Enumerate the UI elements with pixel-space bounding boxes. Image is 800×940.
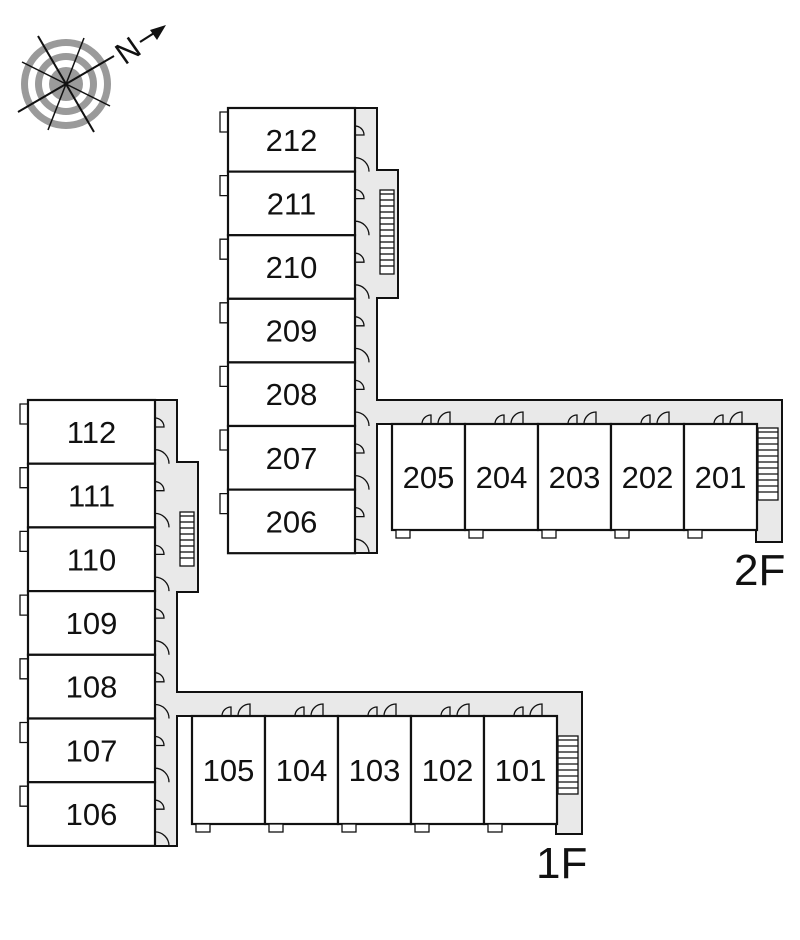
unit-210: 210 bbox=[219, 234, 370, 300]
unit-label-210: 210 bbox=[266, 250, 318, 285]
unit-212: 212 bbox=[219, 106, 370, 173]
north-indicator: N bbox=[109, 25, 166, 71]
unit-label-105: 105 bbox=[203, 753, 255, 788]
unit-label-111: 111 bbox=[68, 479, 115, 514]
floor-1f: 112 111 110 109 108 107 106 105 104 103 102 101 1F bbox=[19, 398, 587, 888]
unit-label-104: 104 bbox=[276, 753, 328, 788]
north-letter: N bbox=[109, 30, 147, 72]
unit-label-109: 109 bbox=[66, 606, 118, 641]
corridor-2f bbox=[354, 107, 783, 554]
unit-label-107: 107 bbox=[66, 733, 118, 768]
unit-label-112: 112 bbox=[67, 415, 116, 450]
unit-108: 108 bbox=[19, 653, 170, 720]
unit-112: 112 bbox=[19, 398, 170, 465]
unit-111: 111 bbox=[19, 462, 170, 529]
unit-label-209: 209 bbox=[266, 314, 318, 349]
unit-110: 110 bbox=[19, 526, 170, 593]
unit-203: 203 bbox=[536, 411, 613, 539]
corridor-1f bbox=[154, 399, 583, 847]
unit-label-201: 201 bbox=[695, 460, 747, 495]
unit-label-204: 204 bbox=[476, 460, 528, 495]
stair-1f-row bbox=[557, 735, 579, 795]
unit-label-103: 103 bbox=[349, 753, 401, 788]
unit-109: 109 bbox=[19, 589, 170, 656]
unit-211: 211 bbox=[219, 170, 370, 237]
unit-207: 207 bbox=[219, 424, 370, 491]
unit-102: 102 bbox=[409, 703, 486, 833]
unit-label-101: 101 bbox=[495, 753, 547, 788]
unit-label-102: 102 bbox=[422, 753, 474, 788]
unit-label-208: 208 bbox=[266, 377, 318, 412]
unit-205: 205 bbox=[390, 411, 467, 539]
unit-label-108: 108 bbox=[66, 670, 118, 705]
unit-label-211: 211 bbox=[267, 186, 316, 221]
unit-label-212: 212 bbox=[266, 123, 318, 158]
unit-208: 208 bbox=[219, 361, 370, 428]
unit-101: 101 bbox=[482, 703, 559, 833]
compass-rose-icon bbox=[17, 35, 115, 133]
unit-103: 103 bbox=[336, 703, 413, 833]
stair-1f-wing bbox=[179, 511, 195, 567]
unit-204: 204 bbox=[463, 411, 540, 539]
unit-106: 106 bbox=[19, 781, 170, 848]
unit-label-205: 205 bbox=[403, 460, 455, 495]
unit-label-202: 202 bbox=[622, 460, 674, 495]
stair-2f-row bbox=[757, 427, 779, 501]
unit-209: 209 bbox=[219, 297, 370, 364]
unit-label-106: 106 bbox=[66, 797, 118, 832]
unit-107: 107 bbox=[19, 717, 170, 784]
unit-label-110: 110 bbox=[67, 542, 116, 577]
unit-202: 202 bbox=[609, 411, 686, 539]
floor-label-2f: 2F bbox=[734, 546, 785, 595]
unit-label-203: 203 bbox=[549, 460, 601, 495]
unit-201: 201 bbox=[682, 411, 759, 539]
unit-105: 105 bbox=[190, 703, 267, 833]
stair-2f-wing bbox=[379, 189, 395, 275]
floor-2f: 212 211 210 209 208 207 206 205 204 203 202 201 2F bbox=[219, 106, 785, 595]
unit-label-206: 206 bbox=[266, 504, 318, 539]
unit-104: 104 bbox=[263, 703, 340, 833]
unit-label-207: 207 bbox=[266, 441, 318, 476]
floor-label-1f: 1F bbox=[536, 839, 587, 888]
unit-206: 206 bbox=[219, 488, 370, 555]
